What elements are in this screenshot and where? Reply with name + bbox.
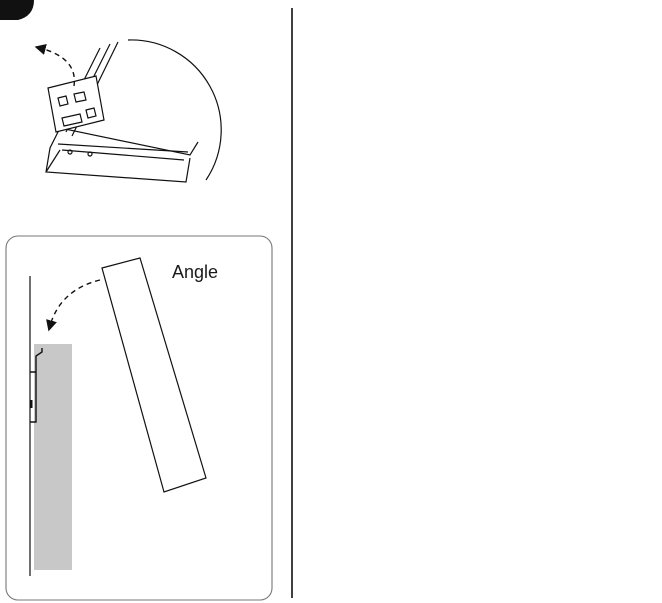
angle-label: Angle bbox=[172, 262, 219, 282]
bracket-detail bbox=[45, 39, 222, 183]
wall-highlight bbox=[34, 344, 72, 570]
rotate-to-wall-arrow bbox=[46, 279, 101, 332]
lift-bracket-arrow bbox=[34, 44, 76, 87]
angle-panel bbox=[5, 235, 273, 601]
step-badge bbox=[0, 0, 34, 20]
